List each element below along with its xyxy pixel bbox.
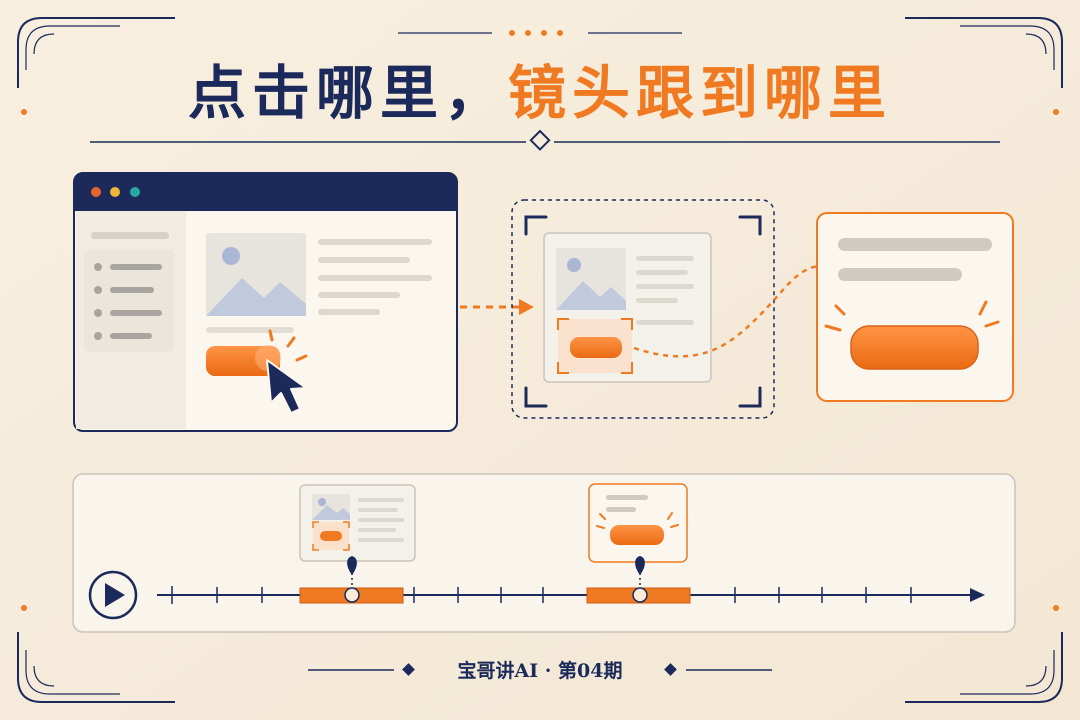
timeline-segment-1[interactable] — [299, 587, 404, 604]
browser-titlebar — [74, 173, 457, 211]
mini-image-placeholder-icon — [556, 248, 626, 310]
play-icon — [105, 583, 125, 607]
title-part-2: 镜头跟到哪里 — [508, 59, 892, 127]
footer-caption: 宝哥讲AI · 第04期 — [458, 659, 623, 682]
zoom-burst-icon — [824, 300, 1000, 332]
timeline-segment-2[interactable] — [586, 587, 691, 604]
timeline-thumbnail-2 — [588, 483, 688, 563]
window-dot-teal — [130, 187, 140, 197]
window-dot-red — [91, 187, 101, 197]
map-pin-icon — [635, 556, 645, 588]
corner-ornament-top-right — [905, 17, 1063, 115]
mouse-pointer-icon — [266, 359, 307, 414]
image-placeholder-icon — [206, 233, 306, 316]
corner-ornament-top-left — [17, 17, 175, 115]
corner-ornament-bottom-left — [17, 605, 175, 703]
click-burst-icon — [268, 329, 308, 362]
top-decoration — [398, 30, 682, 36]
zoom-path — [633, 264, 819, 358]
title-divider — [90, 129, 1000, 151]
map-pin-icon — [347, 556, 357, 588]
play-button[interactable] — [88, 570, 138, 620]
sidebar-list — [94, 263, 162, 340]
timeline-panel — [72, 473, 1016, 633]
browser-window — [73, 172, 458, 432]
transition-arrow — [460, 299, 534, 315]
timeline-arrow-icon — [970, 588, 985, 602]
mini-target-button — [570, 337, 622, 358]
zoomed-target-button[interactable] — [850, 325, 979, 370]
window-dot-yellow — [110, 187, 120, 197]
content-text-lines — [318, 239, 432, 315]
timeline-thumbnail-1 — [299, 484, 416, 562]
keyframe-marker-1 — [344, 587, 360, 603]
focus-frame-icon — [524, 215, 762, 408]
corner-ornament-bottom-right — [905, 605, 1063, 703]
timeline-track — [157, 586, 985, 604]
keyframe-marker-2 — [632, 587, 648, 603]
page-title: 点击哪里，镜头跟到哪里 — [188, 59, 892, 127]
zoomed-panel — [816, 212, 1014, 402]
camera-frame — [511, 199, 775, 419]
title-part-1: 点击哪里， — [188, 59, 508, 127]
